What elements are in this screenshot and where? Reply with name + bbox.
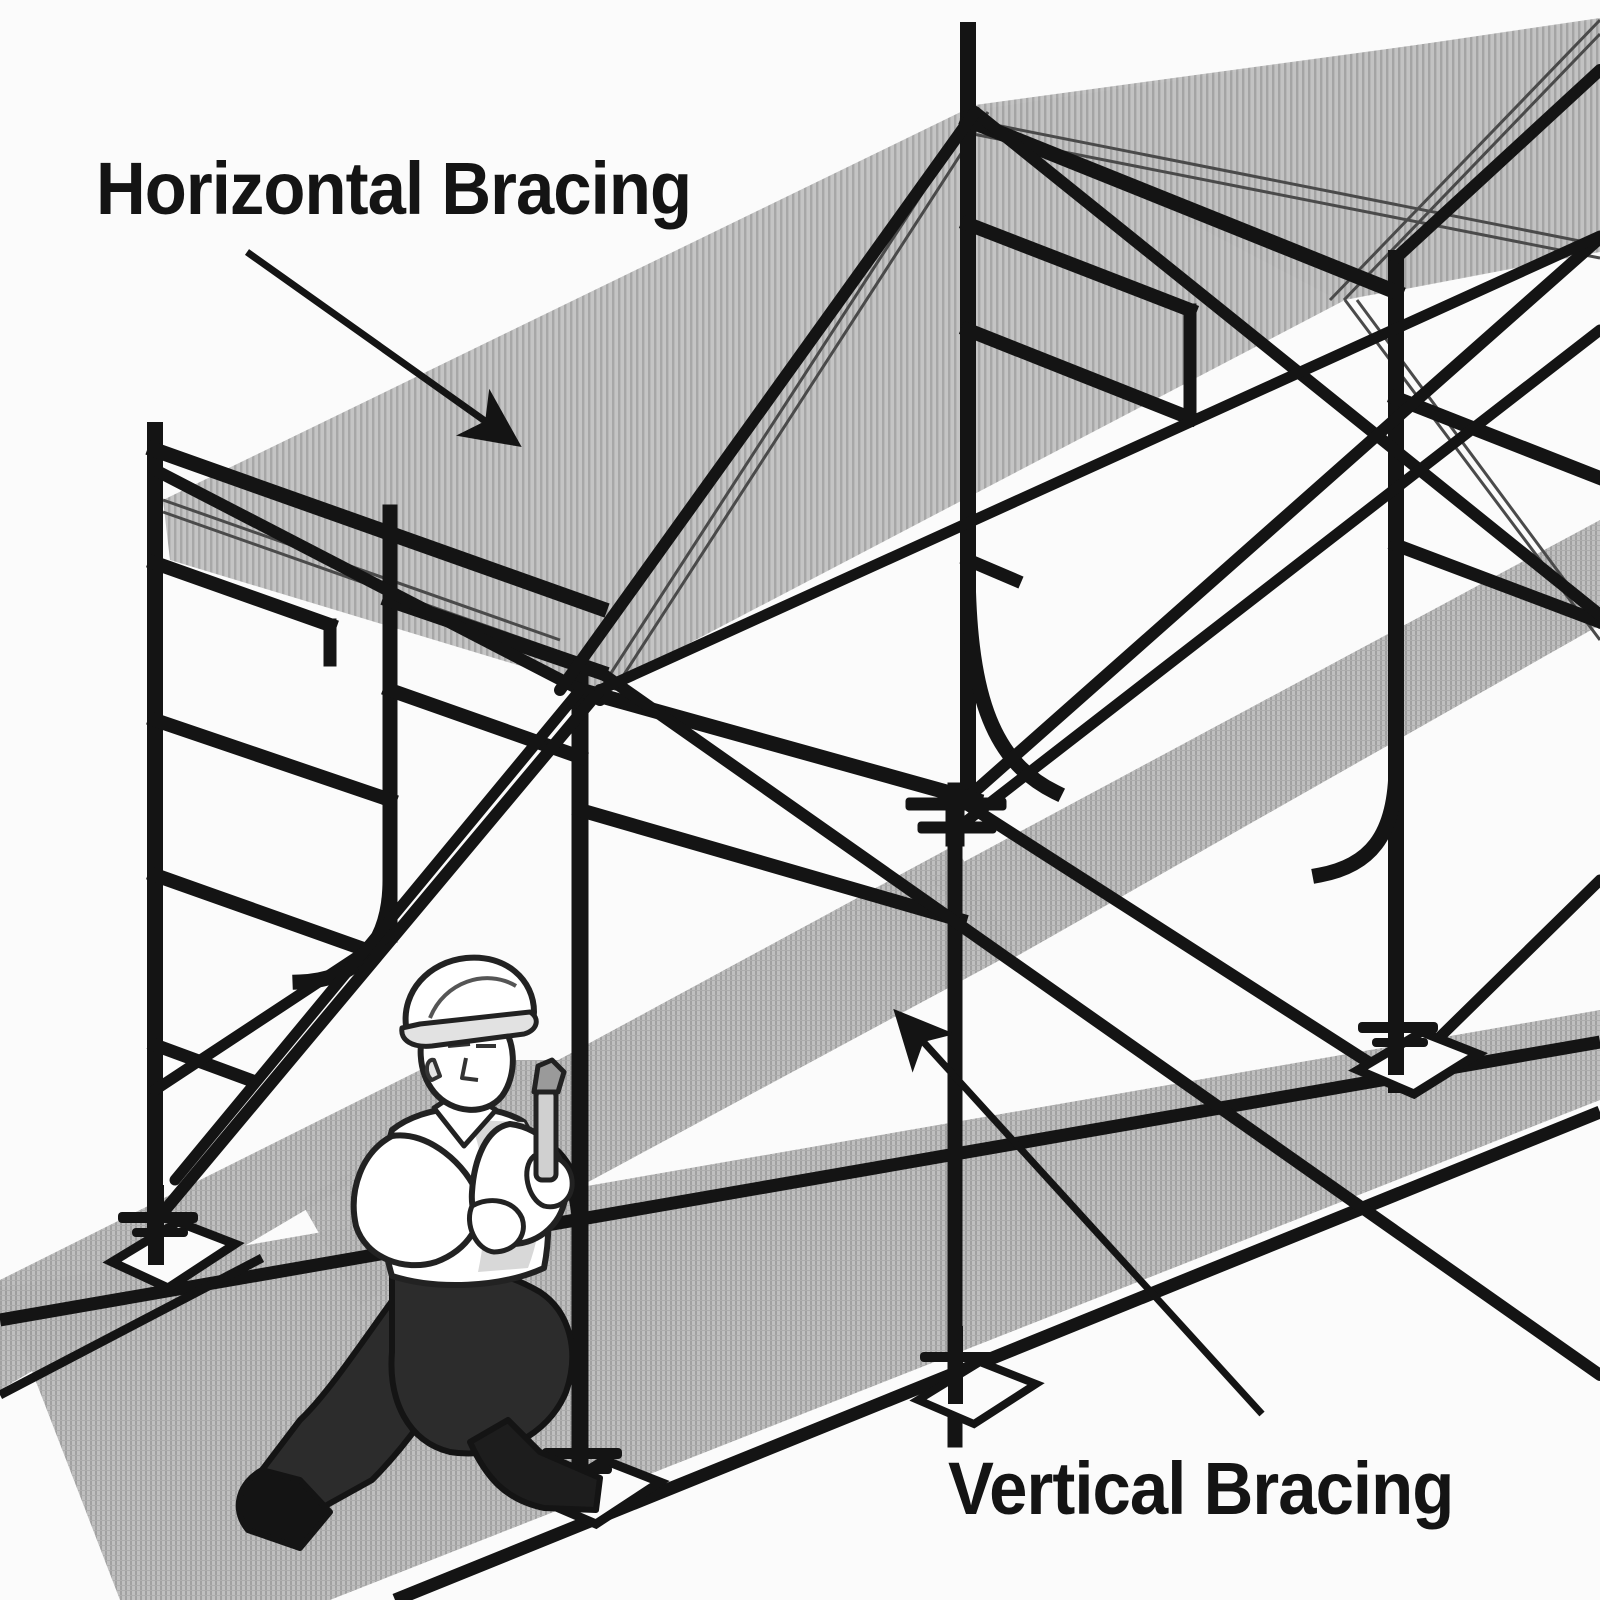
- worker-front-leg: [388, 1261, 576, 1457]
- worker-tool: [531, 1057, 567, 1183]
- base-plate-left: [102, 1185, 245, 1294]
- horizontal-bracing-plane-upper-right: [975, 18, 1600, 300]
- vertical-cross-braces-left: [149, 106, 1600, 1381]
- leader-line-horizontal-bracing: [244, 249, 522, 448]
- horizontal-bracing-plane-middle: [930, 520, 1600, 960]
- leader-line-vertical-bracing: [893, 1008, 1265, 1417]
- coupling-pin-centre: [905, 787, 1007, 847]
- worker-left-arm: [350, 1132, 483, 1269]
- worker-hard-hat-ridge: [428, 976, 518, 1019]
- worker-hand-left: [466, 1198, 526, 1255]
- horizontal-bracing-label: Horizontal Bracing: [96, 147, 692, 230]
- base-plates: [102, 995, 1488, 1530]
- base-plate-right: [1348, 995, 1488, 1100]
- coupling-pins: [905, 787, 1007, 847]
- base-plate-centre-right: [909, 1326, 1045, 1429]
- vertical-cross-braces-right: [949, 64, 1600, 1086]
- worker-ear: [425, 1057, 442, 1082]
- rear-scaffold-frame: [958, 22, 1600, 1093]
- worker-front-shin: [467, 1417, 603, 1513]
- worker-hard-hat-brim: [399, 1009, 539, 1049]
- worker-rear-boot: [235, 1467, 333, 1551]
- vertical-bracing-label: Vertical Bracing: [948, 1447, 1454, 1530]
- annotation-leaders: [244, 249, 1265, 1417]
- worker-figure: [235, 954, 603, 1551]
